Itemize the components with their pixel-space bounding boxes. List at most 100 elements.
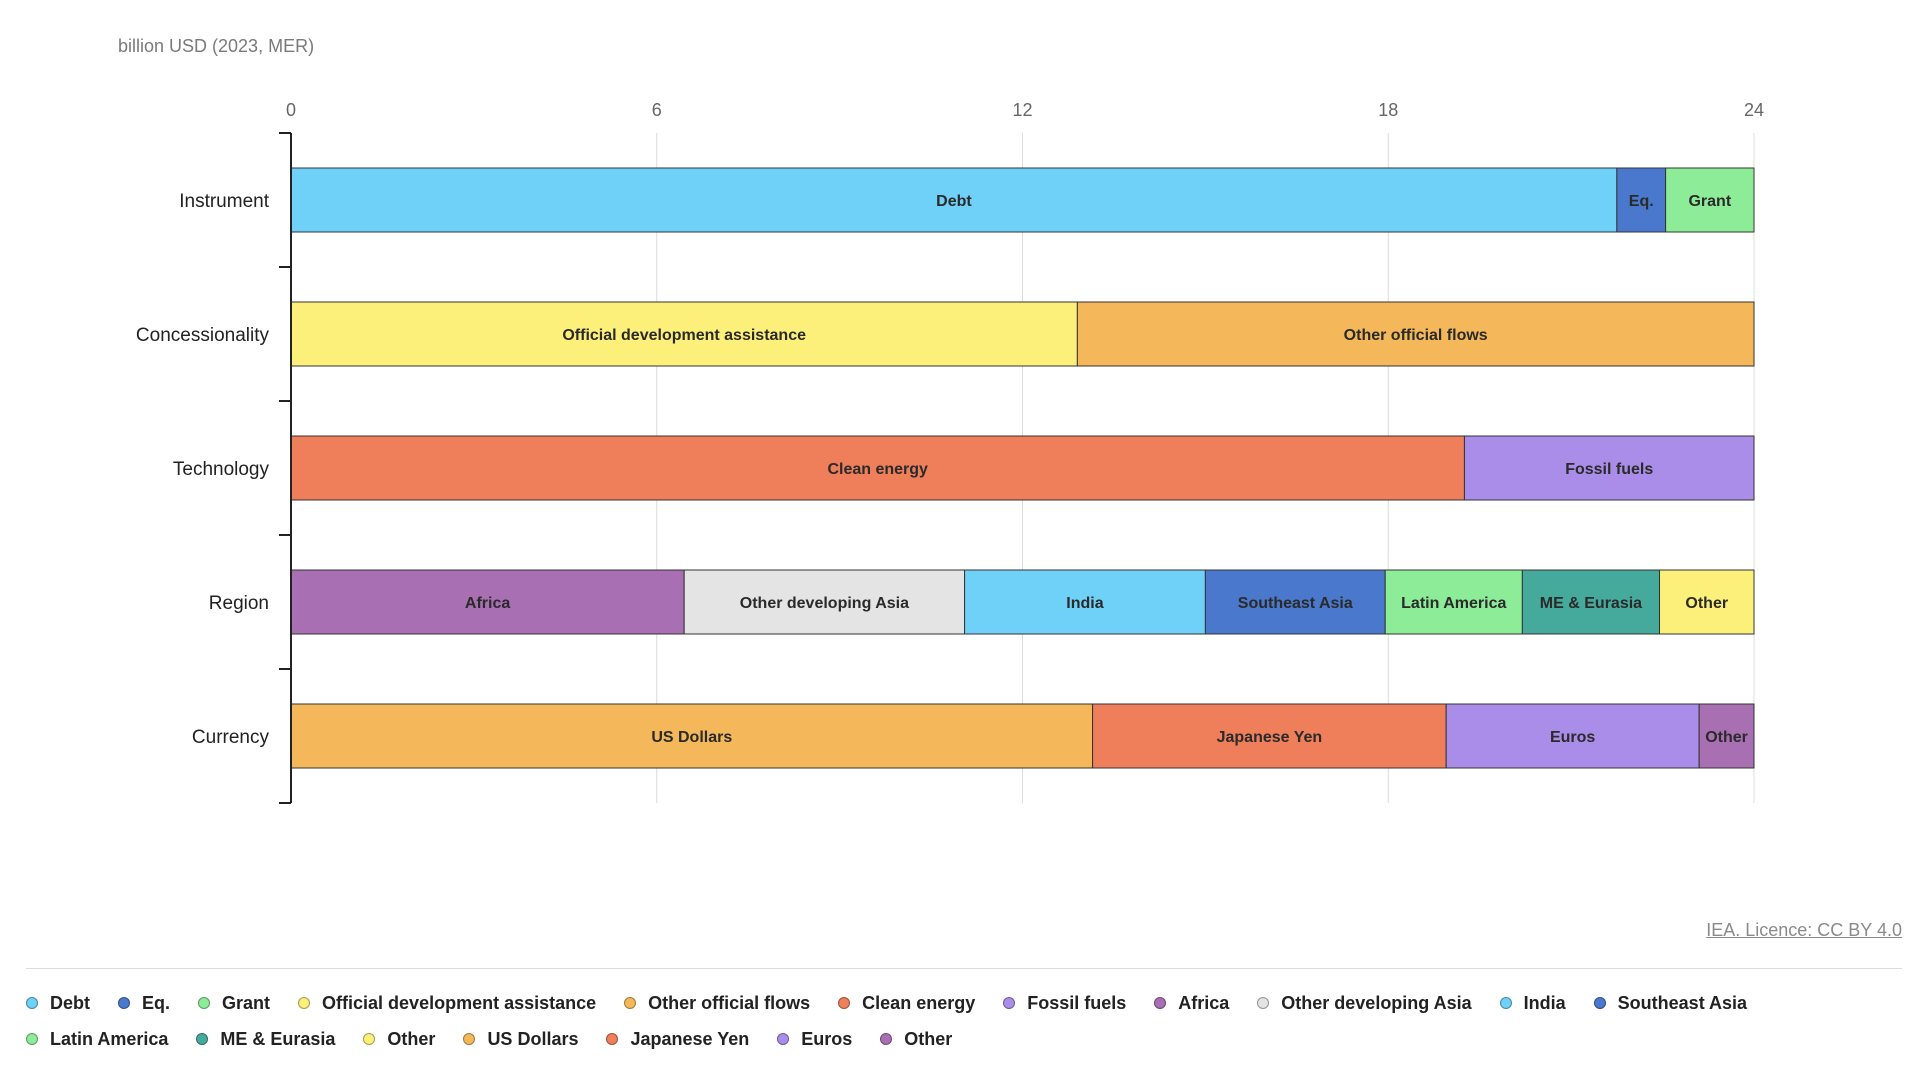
licence-link[interactable]: IEA. Licence: CC BY 4.0: [1706, 920, 1902, 940]
bar-segment[interactable]: [1076, 301, 1755, 367]
bar-segment-label: Fossil fuels: [1565, 461, 1653, 478]
bar-segment[interactable]: [290, 301, 1078, 367]
legend-item[interactable]: Other: [363, 1028, 435, 1050]
legend-label: Other official flows: [648, 992, 811, 1013]
legend-label: Eq.: [142, 992, 171, 1013]
legend-label: Other: [904, 1028, 953, 1049]
bar-segment-label: Other: [1685, 595, 1728, 612]
legend-item[interactable]: Other developing Asia: [1257, 992, 1472, 1014]
x-tick-label: 12: [1012, 100, 1032, 120]
legend-swatch-icon: [1499, 997, 1512, 1009]
legend-item[interactable]: India: [1499, 992, 1566, 1014]
legend-swatch-icon: [118, 997, 130, 1009]
bar-segment[interactable]: [1384, 569, 1523, 635]
bar-segment[interactable]: [1445, 703, 1700, 769]
legend-item[interactable]: Other official flows: [624, 992, 810, 1014]
legend-swatch-icon: [838, 997, 851, 1009]
bar-segment-label: Other official flows: [1344, 327, 1488, 344]
bar-segment-label: Other developing Asia: [740, 595, 909, 612]
legend-item[interactable]: Africa: [1154, 992, 1229, 1014]
legend-label: Grant: [222, 992, 271, 1013]
bar-segment-label: Japanese Yen: [1217, 729, 1323, 746]
legend-label: India: [1523, 992, 1566, 1013]
legend-item[interactable]: Euros: [777, 1028, 852, 1050]
x-tick-label: 0: [286, 100, 296, 120]
legend-swatch-icon: [1003, 997, 1016, 1009]
x-tick-label: 18: [1378, 100, 1398, 120]
legend-swatch-icon: [606, 1033, 619, 1045]
legend-swatch-icon: [1257, 997, 1270, 1009]
legend-item[interactable]: Other: [880, 1028, 952, 1050]
legend-item[interactable]: Official development assistance: [298, 992, 596, 1014]
legend: Debt Eq. Grant Official development assista…: [26, 992, 1906, 1050]
legend-swatch-icon: [1593, 997, 1606, 1009]
bar-segment[interactable]: [290, 569, 685, 635]
x-tick-label: 24: [1744, 100, 1764, 120]
legend-swatch-icon: [880, 1033, 893, 1045]
legend-swatch-icon: [26, 997, 38, 1009]
bar-segment[interactable]: [290, 167, 1618, 233]
bar-segment-label: ME & Eurasia: [1540, 595, 1642, 612]
legend-item[interactable]: Southeast Asia: [1593, 992, 1747, 1014]
legend-swatch-icon: [26, 1033, 38, 1045]
x-tick-label: 6: [652, 100, 662, 120]
legend-swatch-icon: [624, 997, 637, 1009]
legend-divider: [26, 968, 1902, 969]
legend-label: ME & Eurasia: [220, 1028, 336, 1049]
legend-label: US Dollars: [487, 1028, 579, 1049]
bar-segment-label: US Dollars: [651, 729, 732, 746]
bar-segment-label: Debt: [936, 193, 972, 210]
legend-item[interactable]: Debt: [26, 992, 90, 1014]
legend-item[interactable]: ME & Eurasia: [196, 1028, 335, 1050]
bar-segment[interactable]: [1659, 569, 1755, 635]
legend-label: Other developing Asia: [1281, 992, 1472, 1013]
category-label: Technology: [173, 459, 270, 480]
bar-segment-label: Latin America: [1401, 595, 1506, 612]
bar-segment[interactable]: [683, 569, 966, 635]
legend-item[interactable]: Fossil fuels: [1003, 992, 1126, 1014]
bar-segment[interactable]: [964, 569, 1206, 635]
legend-label: Africa: [1178, 992, 1230, 1013]
legend-swatch-icon: [777, 1033, 790, 1045]
legend-label: Fossil fuels: [1027, 992, 1127, 1013]
bar-segment[interactable]: [1521, 569, 1661, 635]
legend-label: Euros: [801, 1028, 853, 1049]
x-axis-ticks: 0 6 12 18 24: [286, 100, 1764, 120]
legend-item[interactable]: Latin America: [26, 1028, 168, 1050]
category-label: Instrument: [179, 191, 269, 212]
bar-segment[interactable]: [1204, 569, 1386, 635]
legend-swatch-icon: [298, 997, 311, 1009]
legend-label: Latin America: [50, 1028, 169, 1049]
y-axis-unit-label: billion USD (2023, MER): [118, 36, 315, 56]
legend-swatch-icon: [463, 1033, 476, 1045]
legend-swatch-icon: [196, 1033, 209, 1045]
bar-segment[interactable]: [1698, 703, 1755, 769]
bar-segment-label: Grant: [1688, 193, 1731, 210]
legend-item[interactable]: Japanese Yen: [606, 1028, 749, 1050]
legend-item[interactable]: Eq.: [118, 992, 170, 1014]
bar-segment[interactable]: [1665, 167, 1755, 233]
category-label: Region: [209, 593, 269, 614]
bar-segment-label: India: [1066, 595, 1103, 612]
bar-row-currency: US Dollars Japanese Yen Euros Other: [290, 703, 1755, 769]
legend-swatch-icon: [198, 997, 211, 1009]
bar-segment[interactable]: [290, 703, 1094, 769]
legend-label: Debt: [50, 992, 90, 1013]
bar-segment[interactable]: [1463, 435, 1755, 501]
legend-label: Official development assistance: [322, 992, 597, 1013]
bar-segment[interactable]: [1616, 167, 1667, 233]
category-label: Concessionality: [136, 325, 270, 346]
legend-item[interactable]: US Dollars: [463, 1028, 578, 1050]
legend-label: Japanese Yen: [630, 1028, 750, 1049]
bar-segment-label: Africa: [465, 595, 510, 612]
bar-segment-label: Euros: [1550, 729, 1595, 746]
legend-item[interactable]: Clean energy: [838, 992, 975, 1014]
bar-segment-label: Clean energy: [827, 461, 928, 478]
bar-segment-label: Other: [1705, 729, 1748, 746]
legend-item[interactable]: Grant: [198, 992, 270, 1014]
bar-segment[interactable]: [1092, 703, 1447, 769]
